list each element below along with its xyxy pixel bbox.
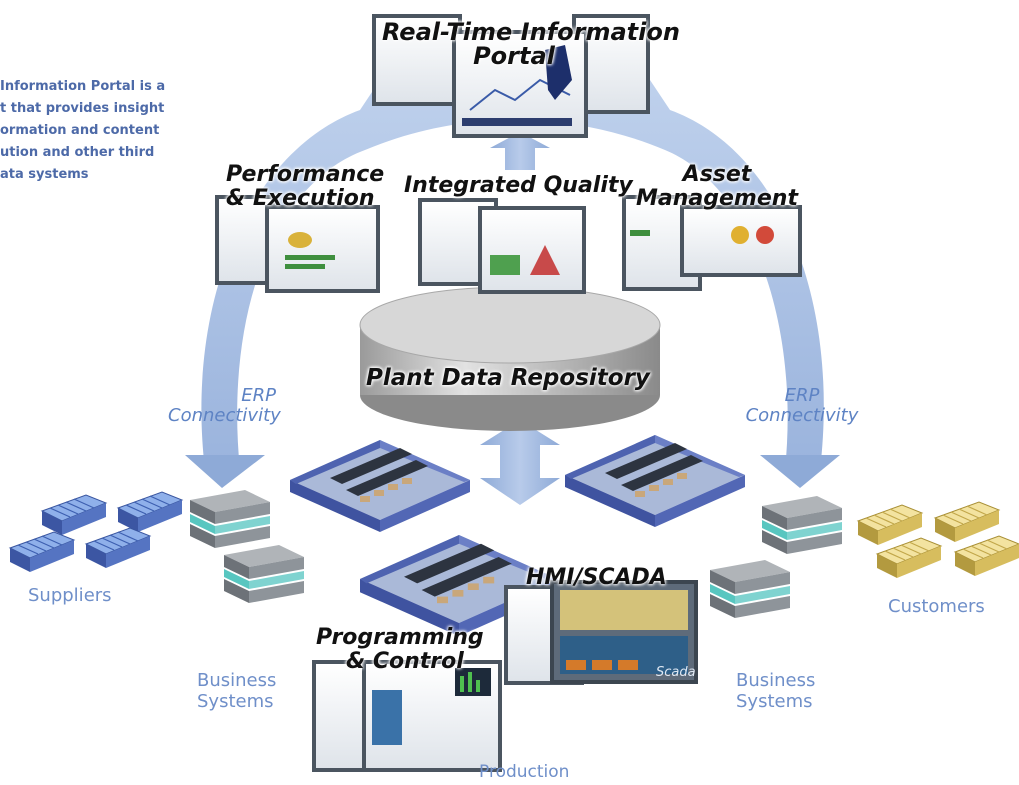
performance-screens xyxy=(215,195,380,293)
erp-right-label: ERP Connectivity xyxy=(736,386,868,426)
programming-label-line1: Programming xyxy=(316,625,484,650)
asset-label-line2: Management xyxy=(636,186,798,211)
hmi-label: HMI/SCADA xyxy=(526,565,667,590)
programming-label: Programming & Control xyxy=(316,626,484,674)
asset-screens xyxy=(622,195,802,291)
intro-text: Information Portal is a t that provides … xyxy=(0,76,200,186)
erp-right-line2: Connectivity xyxy=(745,405,859,426)
business-systems-left-label: Business Systems xyxy=(197,670,276,712)
portal-label: Real-Time Information Portal xyxy=(382,18,680,70)
intro-line: t that provides insight xyxy=(0,101,165,116)
intro-line: Information Portal is a xyxy=(0,79,166,94)
erp-right-arrowhead xyxy=(760,455,840,488)
asset-label: Asset Management xyxy=(636,163,798,211)
erp-right-line1: ERP xyxy=(784,385,820,406)
business-right-line1: Business xyxy=(736,670,816,691)
supplier-buildings xyxy=(9,491,183,573)
business-buildings-left xyxy=(190,490,304,603)
business-systems-right-label: Business Systems xyxy=(736,670,815,712)
intro-line: ata systems xyxy=(0,167,89,182)
portal-label-line1: Real-Time Information xyxy=(382,18,680,46)
repository-cylinder xyxy=(359,286,661,431)
erp-left-line2: Connectivity xyxy=(168,405,281,426)
portal-label-line2: Portal xyxy=(473,42,555,70)
quality-label: Integrated Quality xyxy=(404,174,633,198)
erp-left-label: ERP Connectivity xyxy=(168,385,281,426)
performance-label-line2: & Execution xyxy=(226,186,375,211)
suppliers-label: Suppliers xyxy=(28,585,112,606)
erp-left-arrowhead xyxy=(185,455,265,488)
business-left-line1: Business xyxy=(197,670,277,691)
customers-label: Customers xyxy=(888,596,985,617)
performance-label-line1: Performance xyxy=(226,162,385,187)
customer-buildings xyxy=(857,501,1019,579)
hmi-screens xyxy=(504,580,698,685)
programming-screens xyxy=(312,660,502,772)
programming-label-line2: & Control xyxy=(346,649,464,674)
portal-quality-arrow xyxy=(490,132,550,170)
performance-label: Performance & Execution xyxy=(226,163,384,211)
portal-screens xyxy=(372,14,650,138)
quality-label-line1: Integrated Quality xyxy=(404,173,633,198)
production-label: Production xyxy=(479,762,570,782)
business-left-line2: Systems xyxy=(197,691,274,712)
repository-label: Plant Data Repository xyxy=(366,365,650,391)
asset-label-line1: Asset xyxy=(682,162,752,187)
repository-production-arrow xyxy=(480,420,560,505)
business-buildings-right xyxy=(710,496,842,618)
erp-left-line1: ERP xyxy=(241,385,276,406)
intro-line: ution and other third xyxy=(0,145,155,160)
scada-logo: Scada xyxy=(656,665,696,680)
quality-screens xyxy=(418,198,586,294)
intro-line: ormation and content xyxy=(0,123,160,138)
business-right-line2: Systems xyxy=(736,691,813,712)
